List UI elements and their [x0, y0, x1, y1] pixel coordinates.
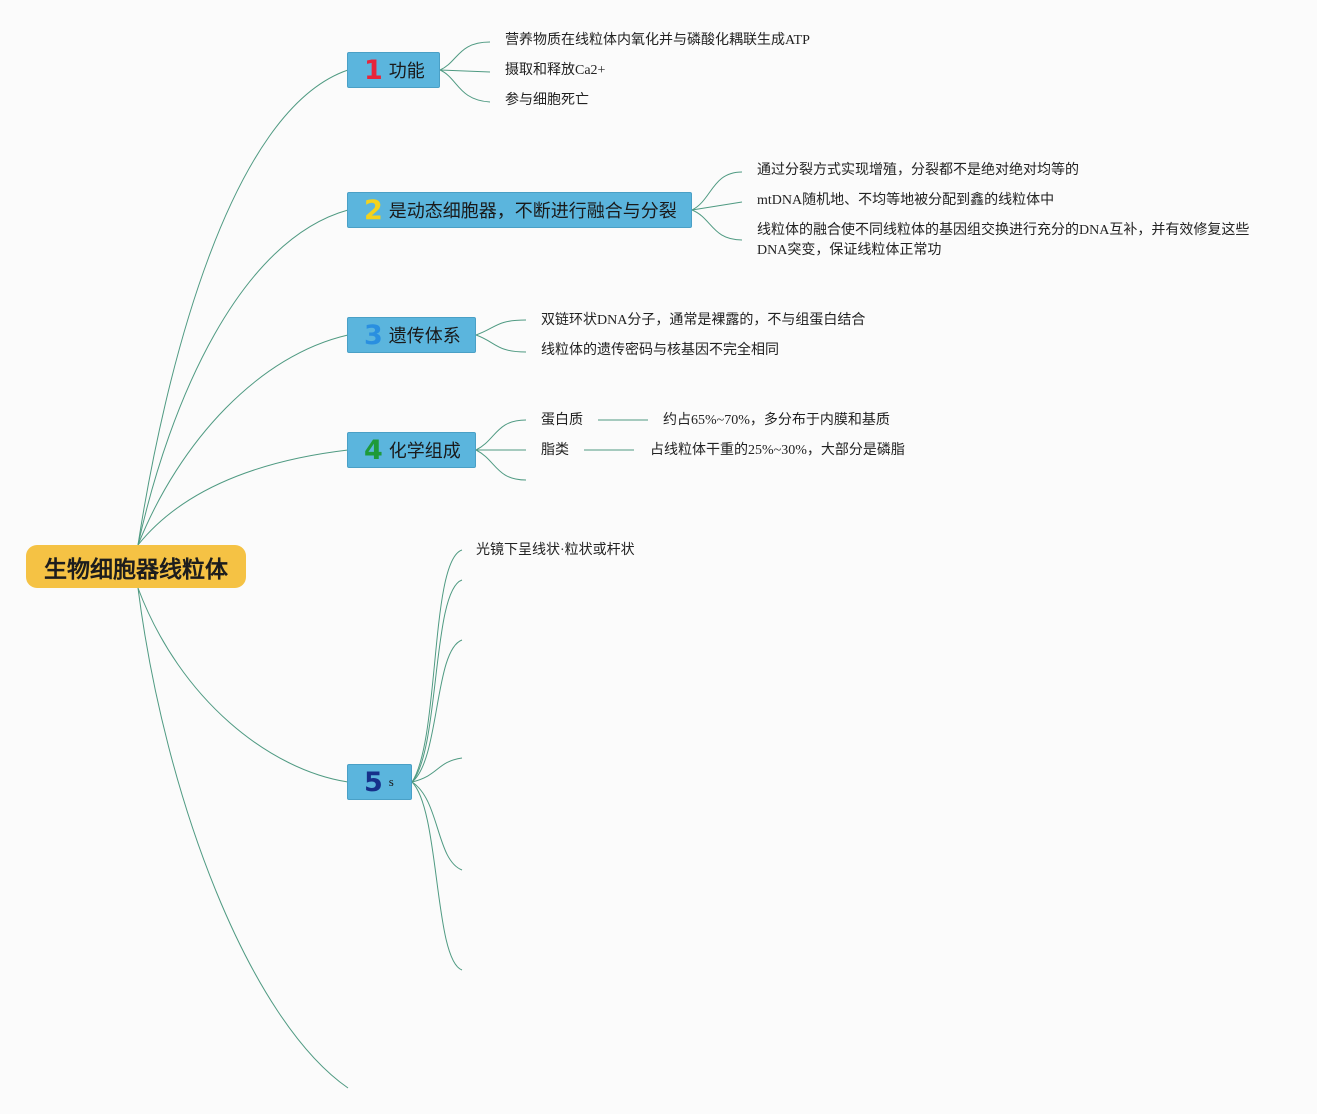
link-b4-c1: [475, 419, 527, 451]
leaf-protein-detail[interactable]: 约占65%~70%，多分布于内膜和基质: [663, 413, 890, 428]
link-b2-c3: [691, 209, 743, 241]
branch-label: s: [388, 774, 394, 789]
leaf-function-3[interactable]: 参与细胞死亡: [505, 93, 589, 108]
leaf-dynamic-3[interactable]: 线粒体的融合使不同线粒体的基因组交换进行充分的DNA互补，并有效修复这些: [757, 223, 1250, 238]
branch-label: 功能: [388, 61, 425, 82]
branch-genetic-system[interactable]: 3 遗传体系: [347, 317, 476, 353]
leaf-function-2[interactable]: 摄取和释放Ca2+: [505, 63, 606, 78]
leaf-lipid[interactable]: 脂类: [541, 443, 569, 458]
link-b5-c6: [411, 781, 463, 971]
link-root-extra: [137, 587, 349, 1089]
link-root-branch-4: [137, 449, 349, 546]
leaf-s-1[interactable]: 光镜下呈线状·粒状或杆状: [476, 543, 635, 558]
link-root-branch-2: [137, 209, 349, 546]
leaf-lipid-detail[interactable]: 占线粒体干重的25%~30%，大部分是磷脂: [650, 443, 905, 458]
link-b5-c3: [411, 639, 463, 783]
link-b5-c4: [411, 757, 463, 783]
branch-number-1: 1: [364, 54, 383, 86]
leaf-genetic-2[interactable]: 线粒体的遗传密码与核基因不完全相同: [541, 343, 779, 358]
link-b2-c2: [691, 201, 743, 211]
link-b5-c1: [411, 549, 463, 783]
link-b2-c1: [691, 171, 743, 211]
link-root-branch-5: [137, 587, 349, 783]
branch-number-3: 3: [364, 319, 383, 351]
leaf-genetic-1[interactable]: 双链环状DNA分子，通常是裸露的，不与组蛋白结合: [541, 313, 866, 328]
link-b3-c2: [475, 334, 527, 353]
branch-function[interactable]: 1 功能: [347, 52, 440, 88]
link-b3-c1: [475, 319, 527, 336]
branch-chemical-composition[interactable]: 4 化学组成: [347, 432, 476, 468]
branch-label: 遗传体系: [388, 326, 461, 347]
leaf-protein[interactable]: 蛋白质: [541, 413, 583, 428]
link-b5-c5: [411, 781, 463, 871]
leaf-dynamic-1[interactable]: 通过分裂方式实现增殖，分裂都不是绝对绝对均等的: [757, 163, 1079, 178]
branch-label: 是动态细胞器，不断进行融合与分裂: [388, 201, 677, 222]
branch-number-2: 2: [364, 194, 383, 226]
leaf-function-1[interactable]: 营养物质在线粒体内氧化并与磷酸化耦联生成ATP: [505, 33, 810, 48]
leaf-dynamic-3-continued[interactable]: DNA突变，保证线粒体正常功: [757, 243, 942, 258]
link-b5-c2: [411, 579, 463, 783]
branch-label: 化学组成: [388, 441, 461, 462]
branch-s[interactable]: 5 s: [347, 764, 412, 800]
branch-number-4: 4: [364, 434, 383, 466]
leaf-dynamic-2[interactable]: mtDNA随机地、不均等地被分配到鑫的线粒体中: [757, 193, 1055, 208]
link-b1-c3: [439, 69, 491, 103]
link-root-branch-1: [137, 69, 349, 546]
link-b1-c1: [439, 41, 491, 71]
link-b4-c3: [475, 449, 527, 481]
link-root-branch-3: [137, 334, 349, 546]
root-topic[interactable]: 生物细胞器线粒体: [26, 545, 246, 588]
link-b1-c2: [439, 69, 491, 73]
branch-number-5: 5: [364, 766, 383, 798]
branch-dynamic-organelle[interactable]: 2 是动态细胞器，不断进行融合与分裂: [347, 192, 692, 228]
